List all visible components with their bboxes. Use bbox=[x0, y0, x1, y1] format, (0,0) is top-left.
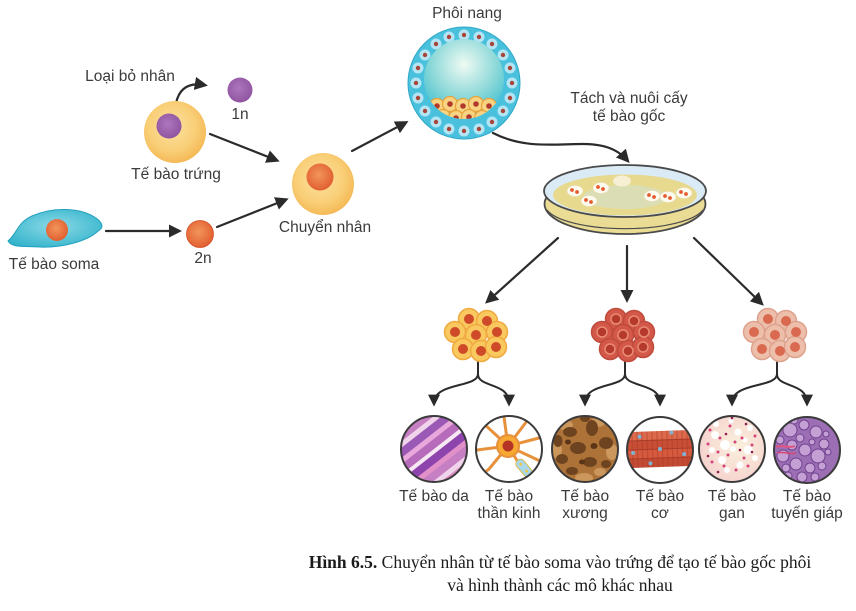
fork-arrows bbox=[428, 361, 813, 407]
egg-cell-nucleus bbox=[156, 113, 182, 139]
label-1n: 1n bbox=[231, 106, 249, 123]
arrow-remove-nucleus bbox=[174, 76, 208, 105]
arrow-transfer-to-blastocyst bbox=[350, 121, 409, 153]
arrow-2n-to-transfer bbox=[215, 197, 289, 229]
label-nuclear-transfer: Chuyển nhân bbox=[278, 219, 372, 236]
muscle-tissue-micrograph bbox=[626, 416, 694, 484]
label-remove-nucleus: Loại bỏ nhân bbox=[85, 68, 175, 85]
dish-colony-blank bbox=[613, 175, 631, 187]
nuclear-transfer-cell-illustration bbox=[292, 153, 354, 215]
somatic-cell-nucleus bbox=[46, 219, 68, 241]
label-isolate-culture: Tách và nuôi cấy tế bào gốc bbox=[570, 90, 688, 125]
skin-tissue-micrograph bbox=[400, 415, 468, 483]
arrow-dish-to-cluster-3 bbox=[692, 236, 764, 306]
stem-cell-cluster-red bbox=[590, 307, 656, 363]
somatic-cell-illustration bbox=[7, 209, 103, 248]
bone-tissue-micrograph bbox=[551, 415, 619, 483]
trophoblast-ring-cells bbox=[410, 29, 518, 137]
thyroid-tissue-micrograph bbox=[773, 416, 841, 484]
label-2n: 2n bbox=[194, 250, 212, 267]
arrow-egg-to-transfer bbox=[208, 132, 280, 163]
stem-cell-colonies bbox=[566, 182, 693, 207]
arrow-blastocyst-to-dish bbox=[491, 131, 630, 163]
stem-cell-cluster-pink bbox=[742, 307, 808, 363]
liver-tissue-micrograph bbox=[698, 415, 766, 483]
egg-cell-illustration bbox=[144, 101, 206, 163]
figure-caption: Hình 6.5. Chuyển nhân từ tế bào soma vào… bbox=[260, 551, 856, 597]
stem-cell-cluster-yellow bbox=[443, 307, 509, 363]
label-somatic-cell: Tế bào soma bbox=[8, 256, 100, 273]
label-tissue-skin: Tế bào da bbox=[399, 488, 469, 505]
removed-nucleus-1n bbox=[227, 77, 253, 103]
transfer-cell-nucleus bbox=[306, 163, 334, 191]
figure-caption-number: Hình 6.5. bbox=[308, 552, 378, 572]
arrow-dish-to-cluster-1 bbox=[485, 236, 560, 304]
label-blastocyst: Phôi nang bbox=[432, 5, 502, 22]
donor-nucleus-2n bbox=[186, 220, 214, 248]
label-egg-cell: Tế bào trứng bbox=[131, 166, 221, 183]
flow-arrows bbox=[104, 76, 764, 306]
blastocyst-illustration bbox=[407, 26, 521, 140]
nerve-cell-micrograph bbox=[475, 415, 543, 483]
figure-caption-line1: Chuyển nhân từ tế bào soma vào trứng để … bbox=[381, 552, 812, 572]
petri-dish-illustration bbox=[543, 164, 707, 235]
figure-caption-line2: và hình thành các mô khác nhau bbox=[447, 575, 673, 595]
